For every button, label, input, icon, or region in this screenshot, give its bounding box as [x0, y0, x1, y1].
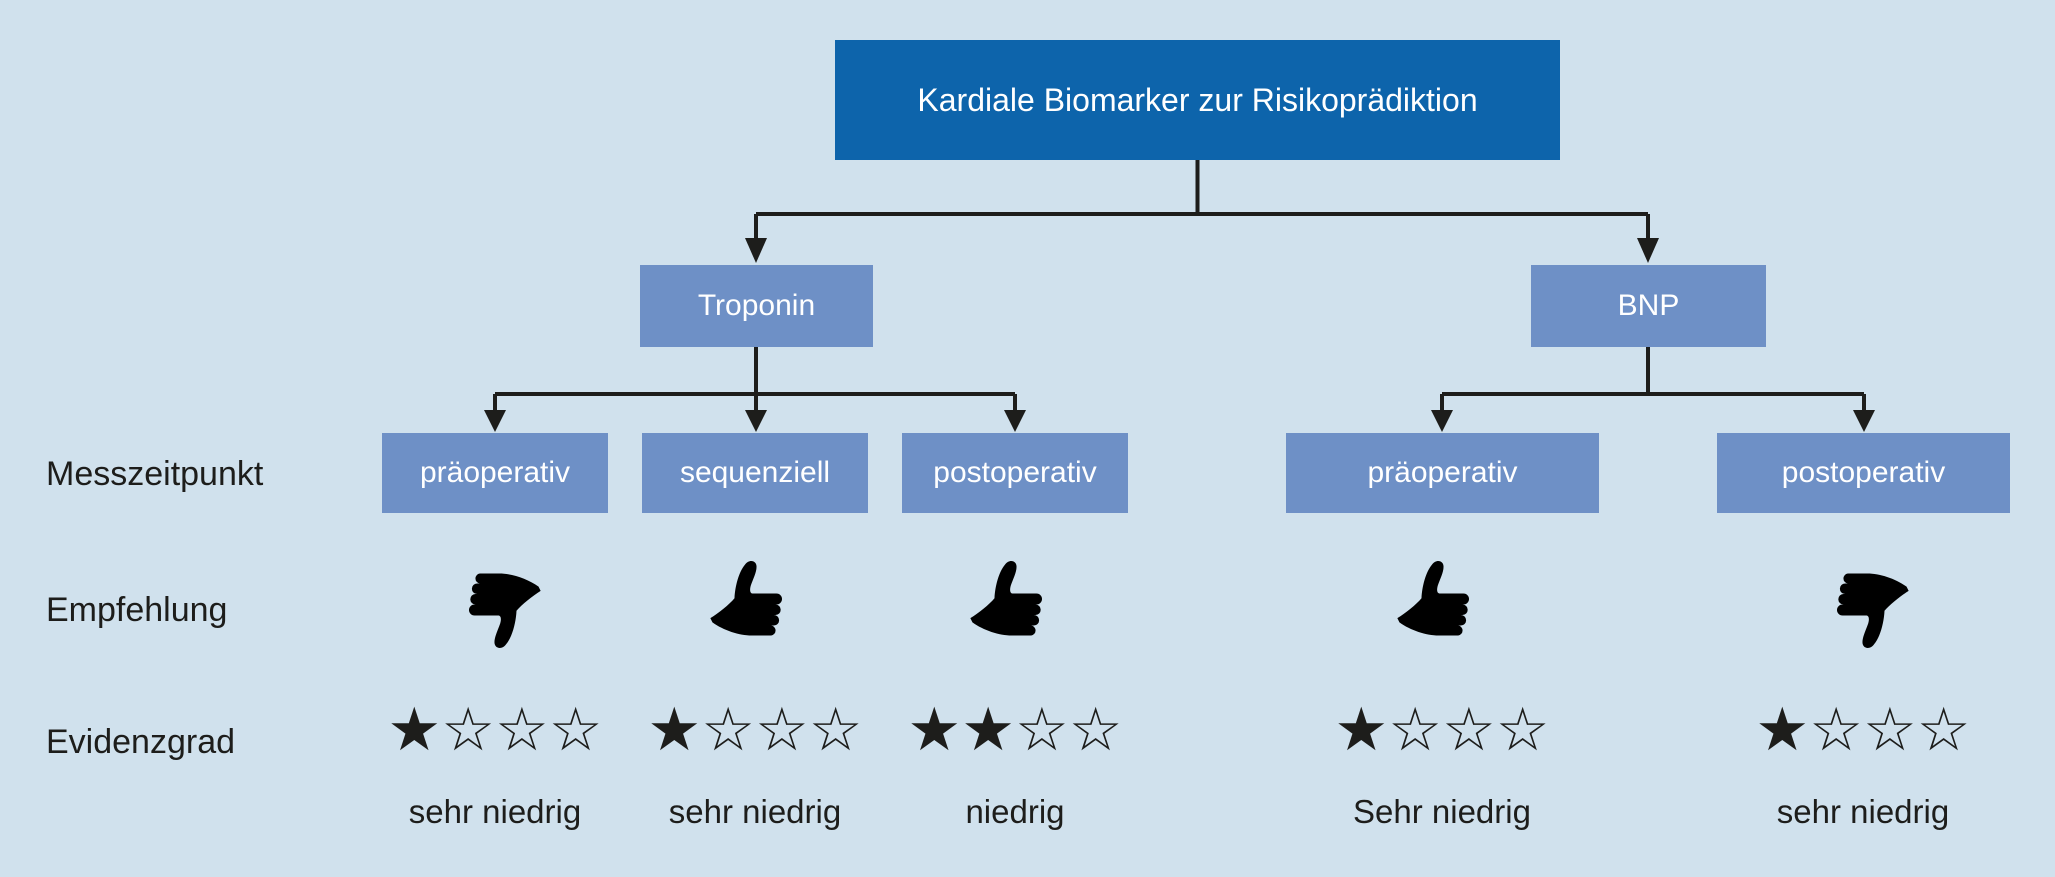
node-label: präoperativ	[1367, 456, 1518, 489]
row-label-empfehlung: Empfehlung	[46, 590, 228, 629]
troponin-node-label: Troponin	[697, 289, 816, 322]
thumbs-up-icon	[960, 552, 1070, 662]
root-node: Kardiale Biomarker zur Risikoprädiktion	[835, 40, 1560, 160]
node-label: postoperativ	[1781, 456, 1946, 489]
node-troponin-praeoperativ: präoperativ	[382, 433, 608, 513]
node-bnp-praeoperativ: präoperativ	[1286, 433, 1599, 513]
evidence-label: sehr niedrig	[668, 793, 842, 830]
troponin-node: Troponin	[640, 265, 873, 347]
node-troponin-sequenziell: sequenziell	[642, 433, 868, 513]
star-rating: ★★☆☆	[907, 695, 1123, 765]
node-troponin-postoperativ: postoperativ	[902, 433, 1128, 513]
star-rating: ★☆☆☆	[1755, 695, 1971, 765]
thumbs-down-icon	[1808, 552, 1918, 662]
thumbs-up-icon	[700, 552, 810, 662]
thumb-icon	[468, 573, 541, 648]
bnp-node-label: BNP	[1617, 289, 1680, 322]
star-rating: ★☆☆☆	[647, 695, 863, 765]
evidence-label: sehr niedrig	[408, 793, 582, 830]
node-label: sequenziell	[679, 456, 831, 489]
thumb-icon	[969, 561, 1042, 636]
evidence-label: sehr niedrig	[1776, 793, 1950, 830]
node-label: postoperativ	[933, 456, 1097, 489]
node-label: präoperativ	[419, 456, 571, 489]
row-label-evidenzgrad: Evidenzgrad	[46, 722, 236, 761]
star-rating: ★☆☆☆	[387, 695, 603, 765]
bnp-node: BNP	[1531, 265, 1766, 347]
row-label-messzeitpunkt: Messzeitpunkt	[46, 454, 264, 493]
root-node-label: Kardiale Biomarker zur Risikoprädiktion	[917, 81, 1478, 118]
thumb-icon	[709, 561, 782, 636]
thumb-icon	[1396, 561, 1469, 636]
star-rating: ★☆☆☆	[1334, 695, 1550, 765]
evidence-label: niedrig	[965, 793, 1065, 830]
thumbs-up-icon	[1387, 552, 1497, 662]
thumbs-down-icon	[440, 552, 550, 662]
node-bnp-postoperativ: postoperativ	[1717, 433, 2010, 513]
evidence-label: Sehr niedrig	[1353, 793, 1531, 830]
thumb-icon	[1836, 573, 1909, 648]
